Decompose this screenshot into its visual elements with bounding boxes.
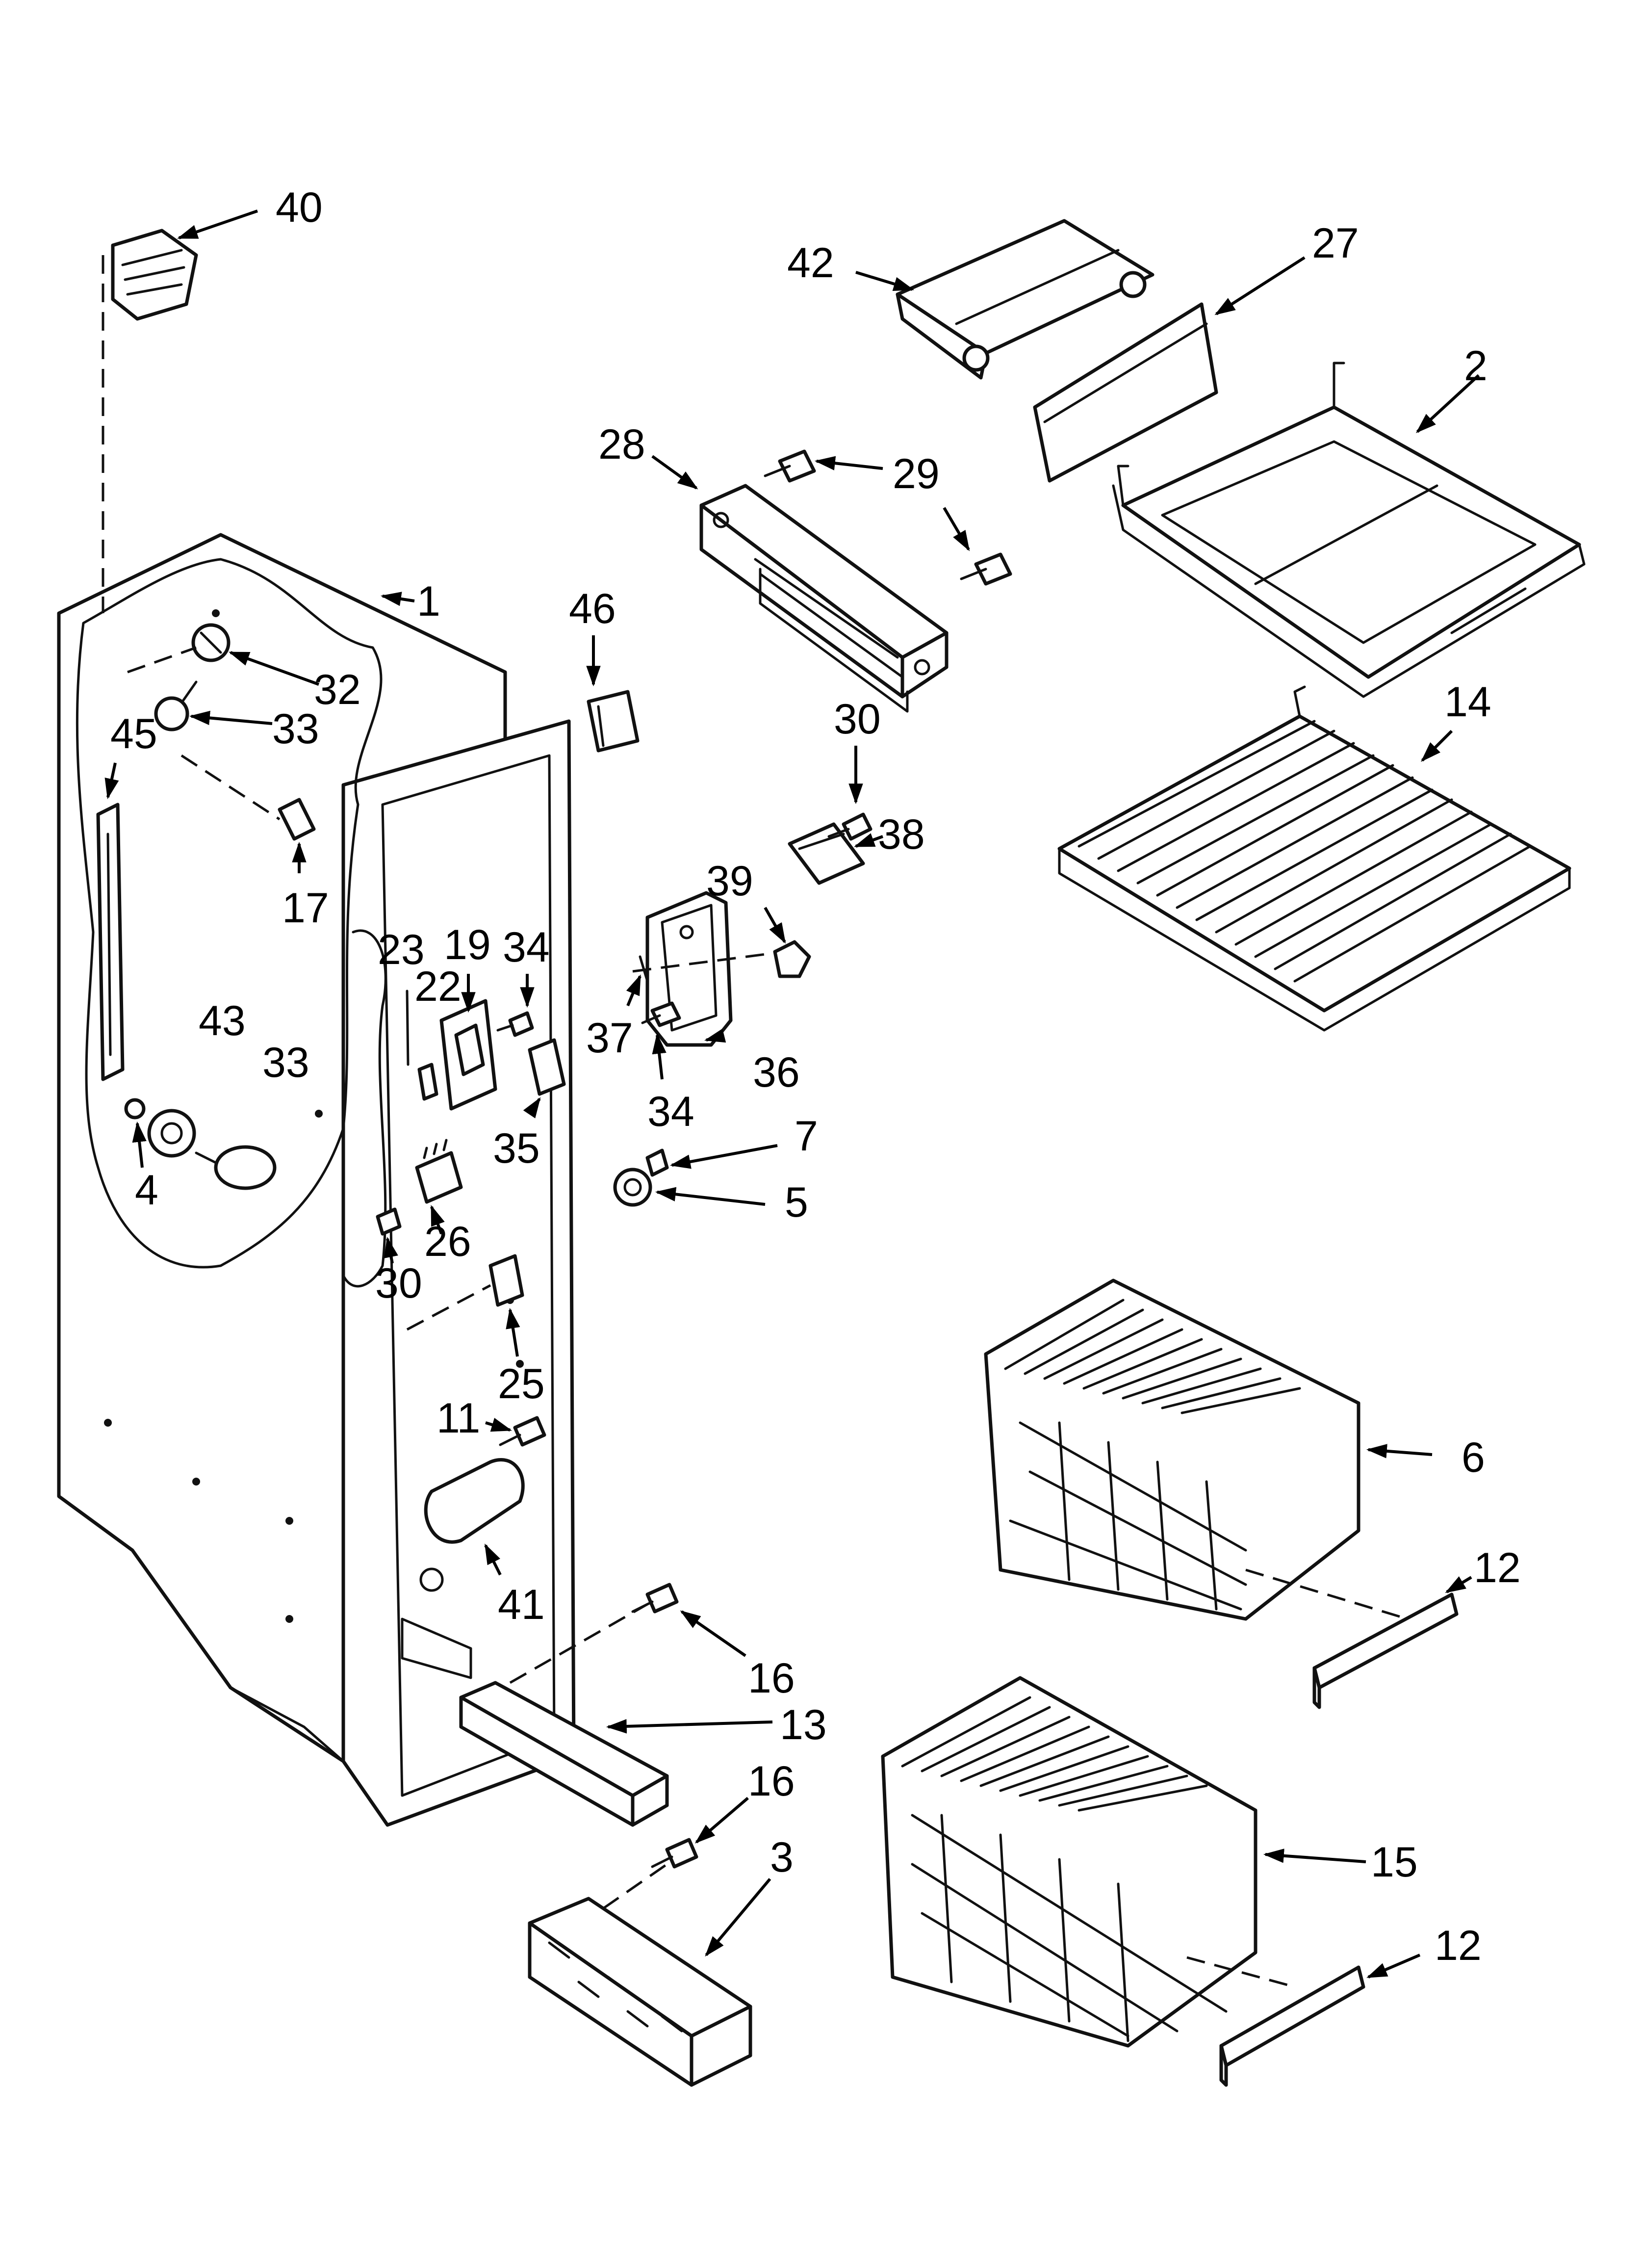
basket-dash-line-lower [1186,1956,1295,1988]
housing-pin [639,955,649,983]
callout-33-lower: 33 [262,1039,309,1086]
callout-16-lower: 16 [748,1758,795,1805]
callout-22: 22 [414,963,462,1010]
callout-36: 36 [753,1049,800,1096]
callout-30-upper: 30 [834,696,881,743]
relay-screw [376,1207,402,1236]
upper-wire-basket [984,1278,1360,1621]
callout-35: 35 [493,1125,540,1172]
kick-strip-screw-lower [651,1838,698,1869]
lower-light-bulb [195,1145,277,1190]
callout-19: 19 [444,921,491,968]
switch-screw [496,1011,534,1037]
callout-leaders [104,209,1480,1979]
light-screw [124,1098,146,1120]
callout-34-upper: 34 [503,924,550,971]
callout-23: 23 [378,926,425,973]
top-hinge-bracket [896,219,1155,380]
grille-dash-line [602,1863,668,1910]
basket-rail-upper [1312,1592,1459,1709]
callout-14: 14 [1444,678,1491,726]
callout-38: 38 [878,811,925,858]
clip-dash-line [180,754,281,821]
callout-17: 17 [282,885,329,932]
connector-dash-line [406,1284,491,1331]
bottom-kick-strip [459,1681,669,1827]
relay-board [415,1139,463,1204]
bracket-screws [764,449,1012,586]
lower-wire-basket [881,1676,1257,2048]
housing-screw [641,1001,681,1027]
control-knob [773,940,811,978]
freezer-liner [57,533,576,1827]
callout-25: 25 [498,1360,545,1408]
strip-dash-line [509,1603,648,1684]
sensor-rod [406,990,410,1066]
callout-11: 11 [436,1395,480,1442]
wire-shelf [1057,685,1571,1032]
lower-light-socket [147,1109,196,1158]
callout-2: 2 [1464,342,1488,390]
toe-grille [528,1897,752,2087]
center-mullion-bracket [699,484,949,713]
basket-rail-lower [1219,1965,1365,2087]
callout-12-upper: 12 [1474,1544,1521,1591]
clip-bracket [587,690,640,753]
callout-43: 43 [199,997,246,1044]
control-switch-housing [439,999,497,1111]
callout-13: 13 [780,1701,827,1748]
top-shelf-frame [1112,362,1586,698]
callout-37: 37 [586,1015,633,1062]
callout-5: 5 [785,1179,808,1226]
callout-28: 28 [598,421,645,468]
callout-45: 45 [110,710,157,757]
thermistor-board [788,822,865,885]
callout-39: 39 [706,858,753,905]
callout-1: 1 [417,578,440,625]
vent-grille [111,229,198,321]
callout-40: 40 [276,184,323,231]
switch-bracket [528,1038,566,1096]
board-screw-upper [827,812,872,841]
socket-dash-line [127,646,197,674]
upper-light-bulb [154,680,198,731]
small-switch [417,1063,438,1101]
callout-29: 29 [893,450,940,497]
callout-26: 26 [424,1218,471,1265]
callout-6: 6 [1462,1434,1485,1481]
callout-12-lower: 12 [1435,1922,1482,1969]
wire-clip [278,798,316,841]
callout-33-upper: 33 [272,705,319,753]
housing-dash-line [632,950,785,973]
callout-42: 42 [787,239,834,287]
callout-27: 27 [1312,220,1359,267]
callout-34-lower: 34 [647,1088,694,1135]
capacitor-screw [499,1416,546,1447]
damper-knob-assembly [613,1148,669,1207]
callout-labels: 40 42 27 2 28 29 1 46 32 33 45 30 14 38 … [110,184,1521,1969]
electrical-cover [419,1458,525,1592]
callout-30-lower: 30 [375,1260,422,1307]
upper-light-socket [191,623,231,662]
wire-connector [488,1254,524,1307]
shelf-cover-plate [1033,302,1218,483]
callout-7: 7 [795,1113,818,1160]
callout-15: 15 [1371,1839,1418,1886]
vertical-rail [96,803,125,1081]
callout-46: 46 [569,585,616,632]
callout-3: 3 [770,1834,794,1881]
callout-32: 32 [314,666,361,713]
callout-41: 41 [498,1581,545,1628]
callout-4: 4 [135,1167,158,1214]
callout-16-upper: 16 [748,1655,795,1702]
